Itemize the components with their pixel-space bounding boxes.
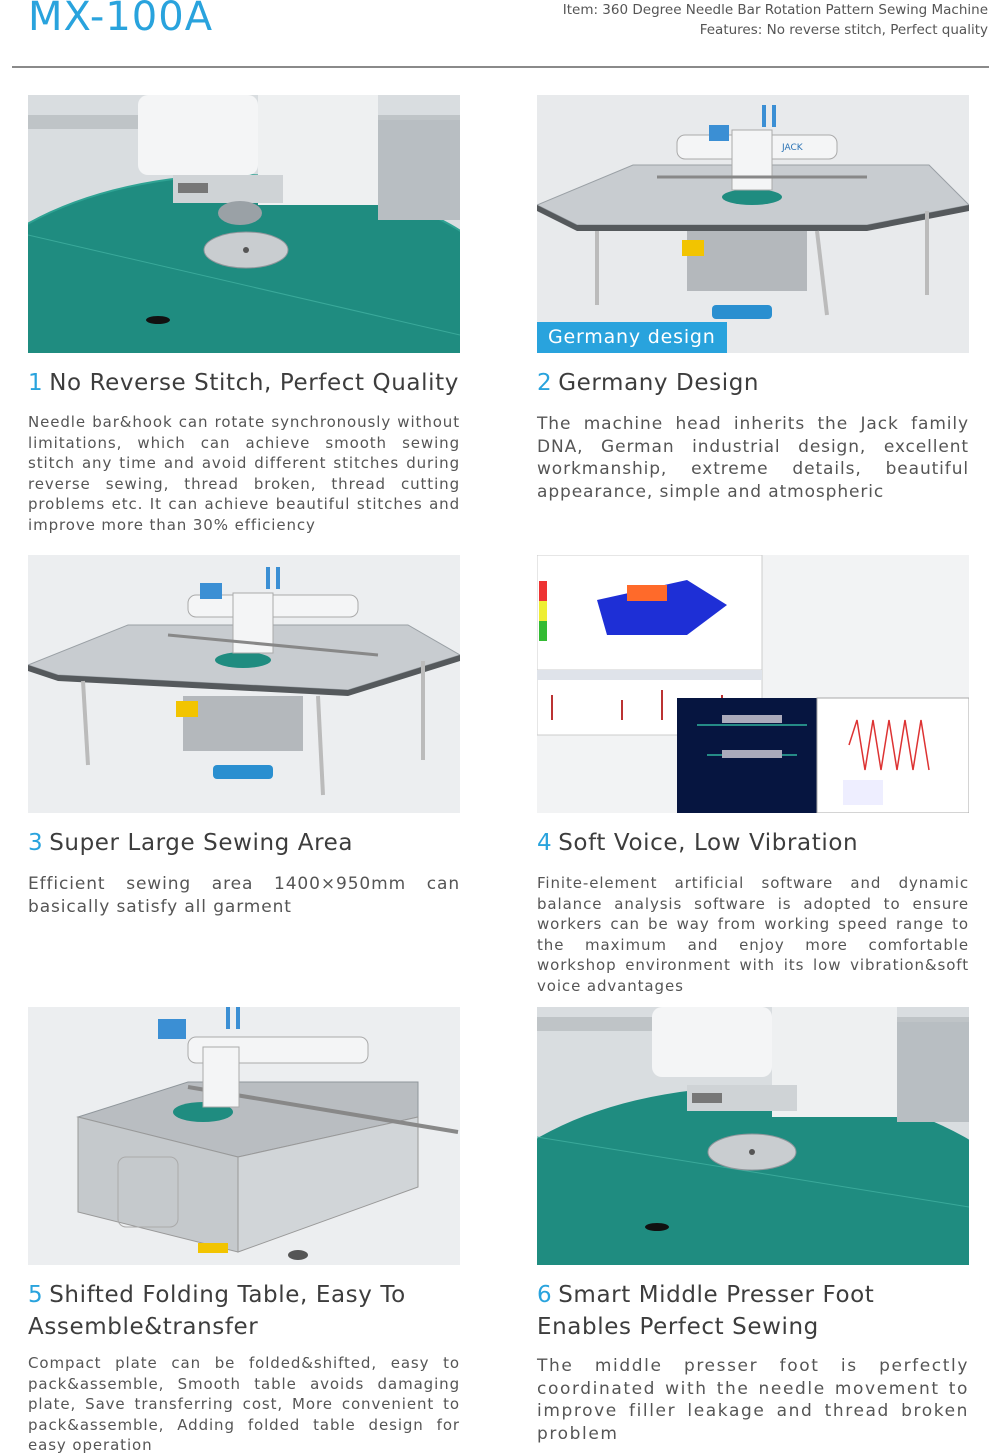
folding-table-photo <box>28 1007 460 1265</box>
feature-number: 5 <box>28 1282 44 1308</box>
feature-title: No Reverse Stitch, Perfect Quality <box>49 370 459 396</box>
feature-description: Finite-element artificial software and d… <box>537 874 969 995</box>
presser-foot-photo <box>537 1007 969 1265</box>
model-title: MX-100A <box>28 0 214 40</box>
feature-number: 3 <box>28 830 44 856</box>
feature-description: The machine head inherits the Jack famil… <box>537 414 969 502</box>
feature-description: Needle bar&hook can rotate synchronously… <box>28 413 460 534</box>
feature-number: 1 <box>28 370 44 396</box>
feature-title: Smart Middle Presser Foot Enables Perfec… <box>537 1282 875 1340</box>
feature-description: Compact plate can be folded&shifted, eas… <box>28 1354 460 1454</box>
item-line: Item: 360 Degree Needle Bar Rotation Pat… <box>562 2 988 18</box>
feature-number: 6 <box>537 1282 553 1308</box>
feature-description: Efficient sewing area 1400×950mm can bas… <box>28 874 460 917</box>
feature-title: Shifted Folding Table, Easy To Assemble&… <box>28 1282 406 1340</box>
feature-title: Soft Voice, Low Vibration <box>558 830 859 856</box>
header-meta: Item: 360 Degree Needle Bar Rotation Pat… <box>563 0 988 40</box>
needle-closeup-photo <box>28 95 460 353</box>
feature-title: Germany Design <box>558 370 760 396</box>
feature-number: 4 <box>537 830 553 856</box>
analysis-software-photo <box>537 555 969 813</box>
features-line: Features: No reverse stitch, Perfect qua… <box>699 22 988 38</box>
feature-description: The middle presser foot is perfectly coo… <box>537 1356 969 1444</box>
germany-design-badge: Germany design <box>537 322 727 353</box>
machine-table-photo: JACK Germany design <box>537 95 969 353</box>
brand-mark: JACK <box>781 143 804 153</box>
large-sewing-area-photo <box>28 555 460 813</box>
feature-number: 2 <box>537 370 553 396</box>
header-divider <box>12 66 989 68</box>
feature-title: Super Large Sewing Area <box>49 830 354 856</box>
